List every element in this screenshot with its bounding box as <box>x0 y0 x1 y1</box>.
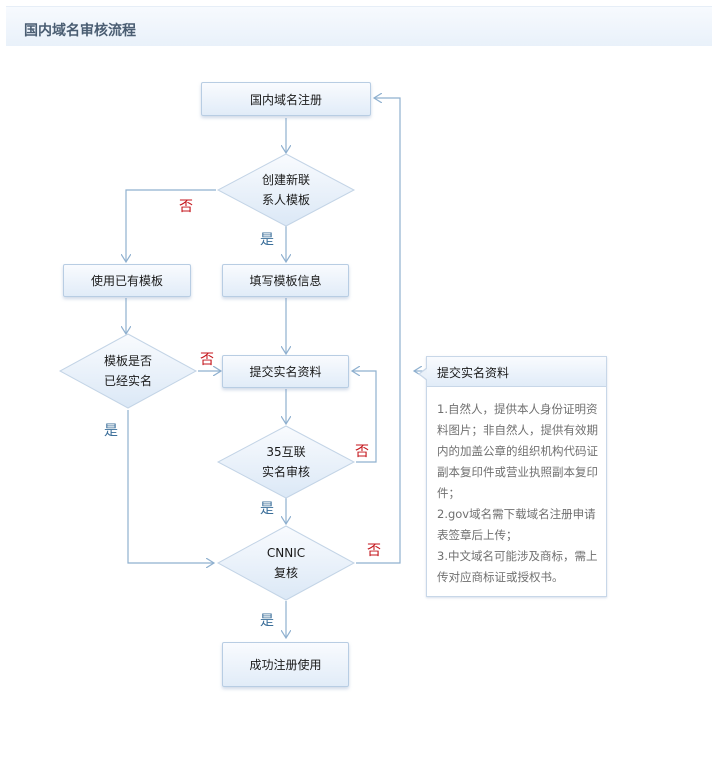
label-review-yes: 是 <box>260 501 274 517</box>
node-fill-template: 填写模板信息 <box>222 264 349 297</box>
edge-verified-to-cnnic <box>127 410 214 563</box>
decision-create-template <box>216 153 356 227</box>
note-title: 提交实名资料 <box>437 366 510 380</box>
note-submit-materials: 提交实名资料 1.自然人，提供本人身份证明资料图片；非自然人，提供有效期内的加盖… <box>418 356 607 597</box>
note-item: 2.gov域名需下载域名注册申请表签章后上传； <box>437 507 596 542</box>
label-verified-no: 否 <box>200 352 214 368</box>
node-use-existing-template: 使用已有模板 <box>63 264 191 297</box>
node-label: 成功注册使用 <box>249 658 322 672</box>
note-item: 3.中文域名可能涉及商标，需上传对应商标证或授权书。 <box>437 549 598 584</box>
node-success: 成功注册使用 <box>222 642 349 687</box>
decision-35-review-label: 35互联 实名审核 <box>261 445 310 479</box>
page-title: 国内域名审核流程 <box>24 23 136 39</box>
edge-create-to-existing <box>126 189 216 262</box>
label-create-no: 否 <box>179 199 193 215</box>
edge-cnnic-fail-loop <box>356 98 401 564</box>
node-label: 填写模板信息 <box>249 274 322 288</box>
label-verified-yes: 是 <box>104 423 118 439</box>
label-create-yes: 是 <box>260 232 274 248</box>
note-header: 提交实名资料 <box>427 357 606 387</box>
page-header: 国内域名审核流程 <box>6 6 712 46</box>
decision-cnnic-review-label: CNNIC 复核 <box>266 546 306 580</box>
decision-35-review <box>216 425 356 499</box>
label-cnnic-no: 否 <box>367 543 381 559</box>
label-cnnic-yes: 是 <box>260 613 274 629</box>
node-submit-materials: 提交实名资料 <box>222 355 349 388</box>
decision-template-verified-label: 模板是否 已经实名 <box>103 354 152 388</box>
node-label: 提交实名资料 <box>249 365 322 379</box>
decision-template-verified <box>58 333 198 409</box>
node-label: 国内域名注册 <box>249 92 322 107</box>
edge-review-fail-loop <box>352 371 377 463</box>
node-domain-register: 国内域名注册 <box>201 82 371 116</box>
note-item: 1.自然人，提供本人身份证明资料图片；非自然人，提供有效期内的加盖公章的组织机构… <box>437 402 598 500</box>
decision-create-template-label: 创建新联 系人模板 <box>261 173 310 207</box>
decision-cnnic-review <box>216 525 356 601</box>
label-review-no: 否 <box>355 444 369 460</box>
node-label: 使用已有模板 <box>90 274 163 288</box>
note-body: 1.自然人，提供本人身份证明资料图片；非自然人，提供有效期内的加盖公章的组织机构… <box>437 399 601 588</box>
